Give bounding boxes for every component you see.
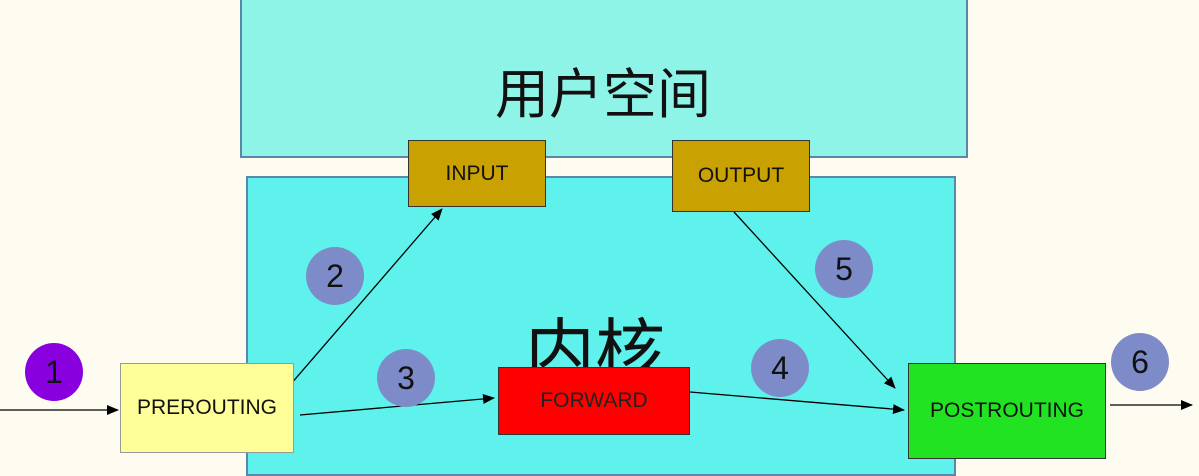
hook-output: OUTPUT	[672, 140, 810, 212]
user-space-region	[240, 0, 968, 158]
user-space-label: 用户空间	[495, 63, 711, 126]
step-marker-6: 6	[1111, 333, 1169, 391]
step-marker-1: 1	[25, 343, 83, 401]
hook-prerouting: PREROUTING	[120, 363, 294, 453]
step-marker-2: 2	[306, 247, 364, 305]
step-marker-5: 5	[815, 240, 873, 298]
hook-postrouting: POSTROUTING	[908, 363, 1106, 459]
hook-forward: FORWARD	[498, 367, 690, 435]
step-marker-3: 3	[377, 349, 435, 407]
hook-input: INPUT	[408, 140, 546, 207]
step-marker-4: 4	[751, 339, 809, 397]
